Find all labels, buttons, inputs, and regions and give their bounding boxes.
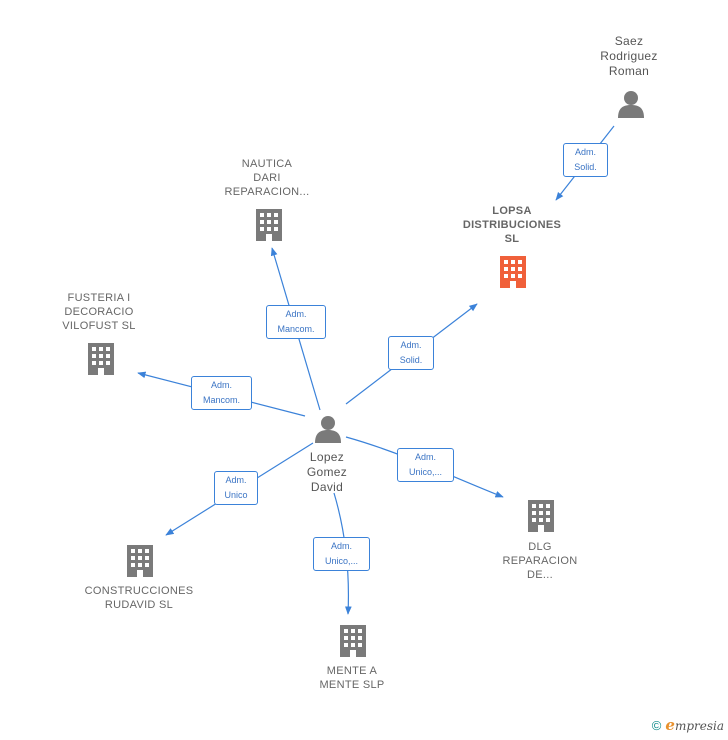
node-label-line: DISTRIBUCIONES — [462, 219, 562, 231]
building-icon-fusteria — [88, 343, 114, 375]
footer-brand[interactable]: ©empresia — [652, 716, 724, 734]
edge-label-line: Mancom. — [202, 395, 240, 405]
edge-label-line: Unico,... — [324, 556, 358, 566]
node-label-line: MENTE A — [326, 665, 378, 677]
edge-label-lopez-mente[interactable]: Adm. Unico,... — [313, 537, 370, 571]
node-label-lopsa[interactable]: LOPSA DISTRIBUCIONES SL — [447, 204, 577, 246]
brand-logo: empresia — [665, 716, 724, 734]
node-label-line: FUSTERIA I — [67, 292, 131, 304]
person-icon-saez — [618, 91, 644, 118]
building-icon-nautica — [256, 209, 282, 241]
node-label-line: David — [310, 480, 344, 494]
node-label-line: DARI — [253, 172, 281, 184]
node-label-line: Lopez — [309, 450, 345, 464]
edge-label-line: Adm. — [400, 340, 422, 350]
edge-label-line: Adm. — [210, 380, 232, 390]
node-label-line: REPARACION... — [224, 186, 310, 198]
node-label-nautica[interactable]: NAUTICA DARI REPARACION... — [212, 157, 322, 199]
brand-logo-text: mpresia — [674, 719, 724, 733]
node-label-line: DLG — [528, 541, 552, 553]
edge-label-lopez-fusteria[interactable]: Adm. Mancom. — [191, 376, 252, 410]
node-label-line: REPARACION — [502, 555, 578, 567]
node-label-line: SL — [504, 233, 520, 245]
building-icon-mente — [340, 625, 366, 657]
node-label-lopez[interactable]: Lopez Gomez David — [287, 450, 367, 495]
edge-label-line: Adm. — [574, 147, 596, 157]
building-icon-dlg — [528, 500, 554, 532]
node-label-line: MENTE SLP — [319, 679, 385, 691]
edge-label-line: Unico,... — [408, 467, 442, 477]
node-label-line: Rodriguez — [600, 49, 658, 63]
node-label-line: LOPSA — [492, 205, 532, 217]
building-icon-lopsa — [500, 256, 526, 288]
edge-label-line: Adm. — [330, 541, 352, 551]
edge-label-line: Solid. — [574, 162, 597, 172]
edge-label-line: Adm. — [414, 452, 436, 462]
node-label-line: NAUTICA — [241, 158, 293, 170]
node-label-fusteria[interactable]: FUSTERIA I DECORACIO VILOFUST SL — [44, 291, 154, 333]
edge-label-line: Adm. — [285, 309, 307, 319]
node-label-line: DE... — [527, 569, 553, 581]
edge-label-lopez-lopsa[interactable]: Adm. Solid. — [388, 336, 434, 370]
person-icon-lopez — [315, 416, 341, 443]
edge-label-lopez-construcciones[interactable]: Adm. Unico — [214, 471, 258, 505]
brand-logo-initial: e — [665, 716, 675, 734]
edge-label-line: Solid. — [399, 355, 423, 365]
node-label-line: CONSTRUCCIONES — [84, 585, 194, 597]
node-label-line: VILOFUST SL — [62, 320, 136, 332]
edge-label-line: Mancom. — [277, 324, 315, 334]
node-label-mente[interactable]: MENTE A MENTE SLP — [297, 664, 407, 692]
edge-label-lopez-nautica[interactable]: Adm. Mancom. — [266, 305, 326, 339]
node-label-line: Gomez — [306, 465, 348, 479]
node-label-dlg[interactable]: DLG REPARACION DE... — [490, 540, 590, 582]
edge-label-lopez-dlg[interactable]: Adm. Unico,... — [397, 448, 454, 482]
building-icon-construcciones — [127, 545, 153, 577]
node-label-saez[interactable]: Saez Rodriguez Roman — [589, 34, 669, 79]
edge-label-saez-lopsa[interactable]: Adm. Solid. — [563, 143, 608, 177]
edge-label-line: Adm. — [225, 475, 247, 485]
node-label-line: Saez — [614, 34, 644, 48]
node-label-line: DECORACIO — [64, 306, 134, 318]
copyright-symbol: © — [651, 718, 662, 733]
node-label-line: RUDAVID SL — [104, 599, 174, 611]
edge-label-line: Unico — [224, 490, 248, 500]
node-label-construcciones[interactable]: CONSTRUCCIONES RUDAVID SL — [74, 584, 204, 612]
node-label-line: Roman — [608, 64, 650, 78]
